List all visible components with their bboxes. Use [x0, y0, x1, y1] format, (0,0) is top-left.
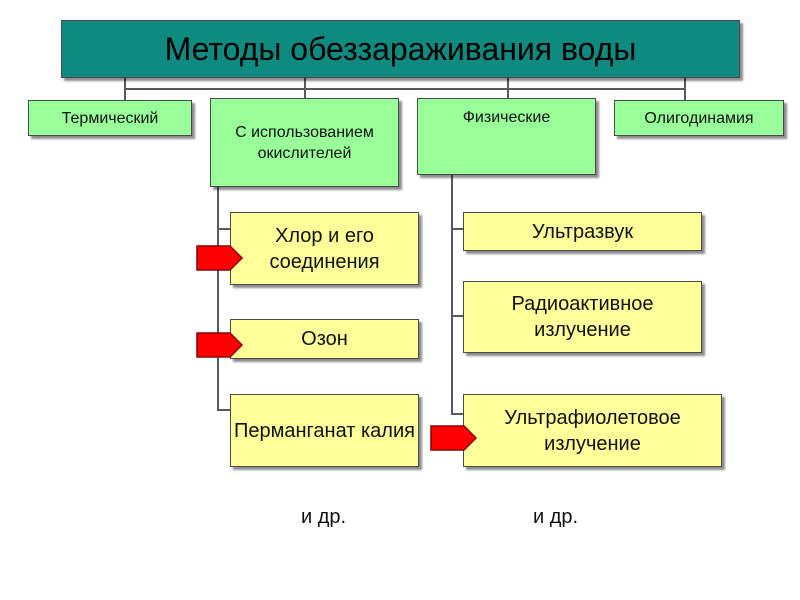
arrow-right-icon — [430, 425, 478, 451]
diagram-title: Методы обеззараживания воды — [61, 20, 740, 78]
category-physical: Физические — [417, 98, 596, 175]
connector-physical — [507, 78, 509, 98]
physical-trunk-line — [451, 175, 453, 415]
connector-oligodynamy — [684, 78, 686, 100]
arrow-right-icon — [196, 332, 244, 358]
connector-thermal — [124, 78, 126, 100]
title-bus-line — [124, 88, 685, 90]
note-oxidizers-more: и др. — [301, 506, 347, 528]
item-ozone: Озон — [230, 319, 419, 359]
item-ultrasound: Ультразвук — [463, 212, 702, 251]
oxidizers-trunk-line — [217, 187, 219, 411]
item-chlorine: Хлор и его соединения — [230, 212, 419, 285]
arrow-right-icon — [196, 245, 244, 271]
category-oligodynamy: Олигодинамия — [614, 100, 784, 136]
category-oxidizers: С использованием окислителей — [210, 98, 399, 187]
note-physical-more: и др. — [533, 506, 579, 528]
item-ultraviolet: Ультрафиолетовое излучение — [463, 394, 722, 467]
physical-branch-1 — [451, 228, 463, 230]
oxidizers-branch-1 — [217, 228, 230, 230]
physical-branch-2 — [451, 315, 463, 317]
item-radioactive: Радиоактивное излучение — [463, 281, 702, 353]
oxidizers-branch-3 — [217, 409, 230, 411]
category-thermal: Термический — [28, 100, 192, 136]
physical-branch-3 — [451, 413, 463, 415]
item-permanganate: Перманганат калия — [230, 394, 419, 467]
connector-oxidizers — [304, 78, 306, 98]
